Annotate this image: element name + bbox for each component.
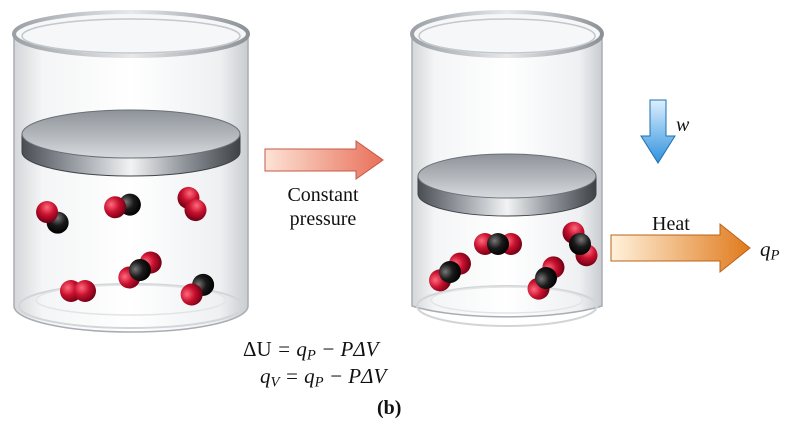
oxygen-molecule [177, 186, 207, 222]
equation-energy-q-sub: P [306, 347, 316, 364]
left-piston [21, 109, 241, 177]
left-beaker [12, 10, 250, 333]
carbon-dioxide-molecule [527, 256, 565, 300]
process-label-line2: pressure [289, 208, 357, 230]
heat-flow-symbol: q [760, 237, 771, 261]
process-label: Constant pressure [258, 183, 388, 231]
carbon-dioxide-molecule [474, 233, 522, 255]
heat-label: Heat [652, 213, 690, 235]
carbon-monoxide-molecule [180, 273, 215, 306]
equation-heat-lhs-q: q [260, 364, 271, 388]
carbon-atom [129, 259, 151, 281]
oxygen-molecule [60, 280, 96, 302]
carbon-atom [487, 233, 509, 255]
oxygen-atom [104, 196, 127, 219]
equation-heat-q: q [304, 364, 315, 388]
carbon-dioxide-molecule [429, 252, 471, 292]
carbon-monoxide-molecule [36, 201, 69, 234]
carbon-dioxide-molecule [118, 251, 162, 289]
equation-heat-q-sub: P [314, 374, 324, 391]
carbon-atom [569, 233, 591, 255]
carbon-atom [439, 261, 461, 283]
oxygen-atom [184, 199, 207, 222]
panel-label: (b) [377, 397, 402, 419]
equation-energy-q: q [296, 337, 307, 361]
oxygen-atom [36, 201, 59, 224]
oxygen-atom [74, 280, 96, 302]
process-label-line1: Constant [287, 184, 359, 206]
heat-arrow [610, 222, 751, 274]
equation-heat: qV = qP − PΔV [260, 364, 387, 391]
carbon-monoxide-molecule [104, 193, 141, 219]
right-piston [417, 153, 597, 217]
carbon-dioxide-molecule [562, 221, 598, 267]
equation-heat-tail: − PΔV [323, 364, 387, 388]
oxygen-atom [180, 283, 203, 306]
equation-energy: ΔU = qP − PΔV [243, 337, 379, 364]
carbon-atom [535, 267, 557, 289]
heat-flow-subscript: P [770, 247, 780, 264]
heat-flow-label: qP [760, 237, 779, 265]
work-label: w [676, 114, 690, 136]
left-gas-molecules [36, 186, 215, 306]
equation-energy-tail: − PΔV [315, 337, 379, 361]
right-gas-molecules [429, 221, 598, 300]
constant-pressure-arrow [264, 140, 384, 180]
equation-energy-lhs: ΔU [243, 337, 272, 361]
work-arrow [640, 99, 676, 164]
equation-heat-lhs-sub: V [270, 374, 280, 391]
